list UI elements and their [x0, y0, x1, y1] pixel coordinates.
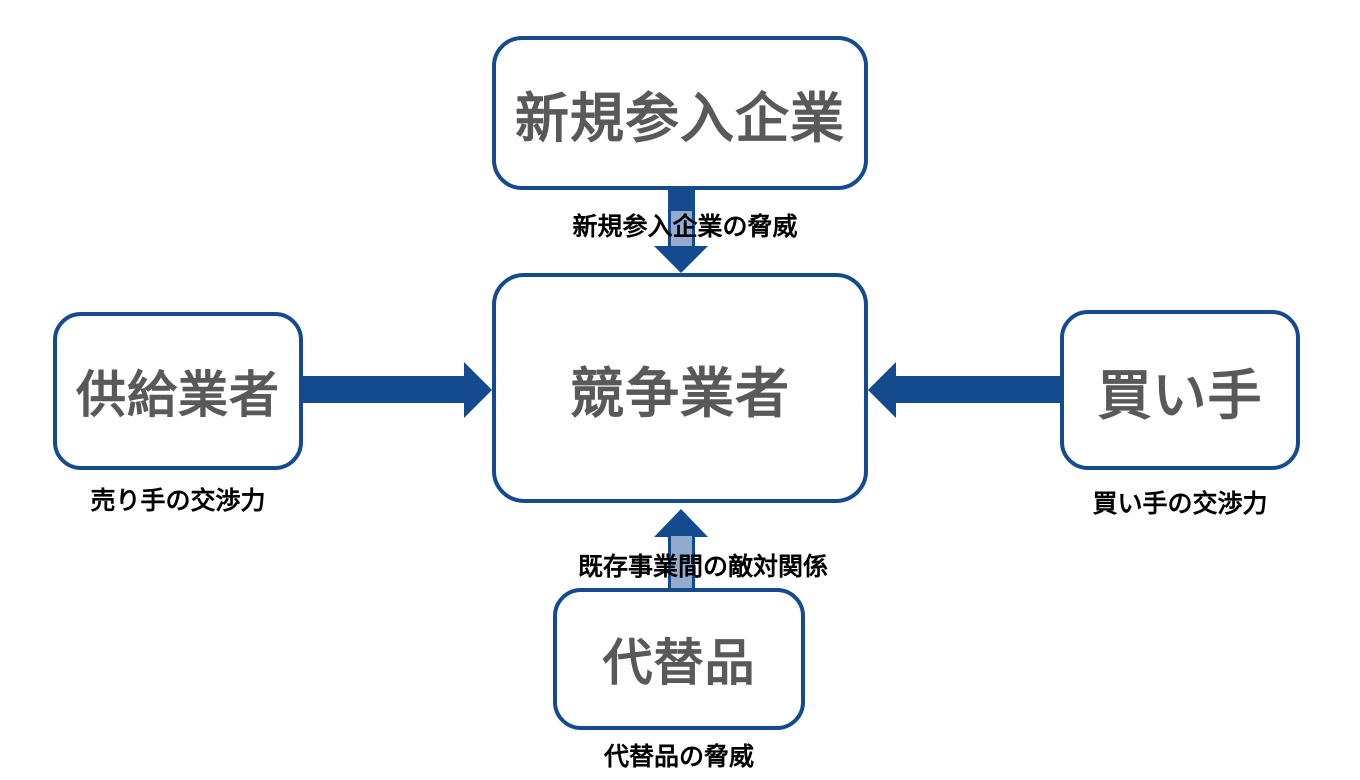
arrow-substitutes-shaft	[668, 536, 695, 590]
node-competitors-label: 競争業者	[570, 363, 790, 424]
node-buyers: 買い手	[1060, 310, 1300, 470]
arrow-substitutes-head-icon	[654, 509, 708, 537]
label-buyer-bargaining-power: 買い手の交渉力	[1092, 490, 1268, 518]
node-new-entrants: 新規参入企業	[492, 36, 868, 190]
node-substitutes-label: 代替品	[602, 635, 756, 691]
label-rivalry-among-existing: 既存事業間の敵対関係	[577, 553, 828, 581]
arrow-suppliers-head-icon	[464, 362, 492, 418]
node-suppliers: 供給業者	[53, 312, 303, 470]
node-buyers-label: 買い手	[1097, 365, 1263, 426]
label-threat-of-new-entrants: 新規参入企業の脅威	[572, 213, 798, 241]
arrow-new-entrants-head-icon	[654, 246, 708, 273]
arrow-new-entrants-shaft	[668, 190, 695, 247]
label-threat-of-substitutes: 代替品の脅威	[603, 743, 754, 771]
node-substitutes: 代替品	[553, 588, 805, 730]
arrow-buyers-shaft	[894, 376, 1060, 403]
node-new-entrants-label: 新規参入企業	[515, 88, 845, 149]
node-suppliers-label: 供給業者	[76, 367, 280, 423]
arrow-suppliers-shaft	[303, 376, 466, 403]
arrow-buyers-head-icon	[868, 362, 896, 418]
node-competitors: 競争業者	[492, 273, 868, 503]
label-seller-bargaining-power: 売り手の交渉力	[90, 487, 266, 515]
